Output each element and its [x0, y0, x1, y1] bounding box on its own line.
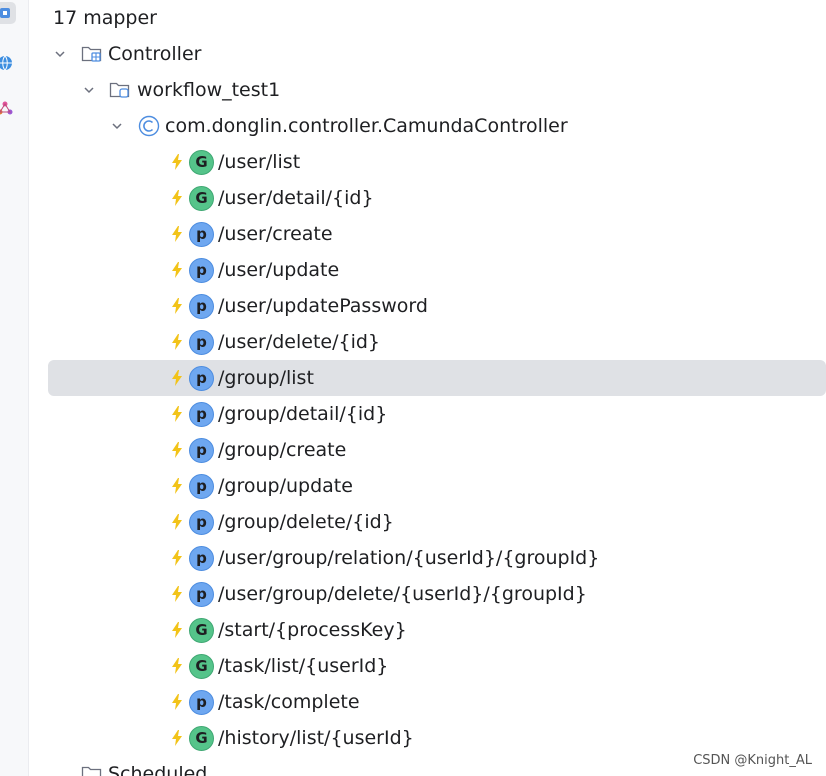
chevron-down-icon[interactable]	[110, 119, 124, 133]
post-method-icon: p	[189, 293, 214, 319]
get-method-icon: G	[189, 149, 214, 175]
endpoint-row[interactable]: G/user/detail/{id}	[28, 180, 826, 216]
endpoint-row[interactable]: p/group/update	[28, 468, 826, 504]
mapper-count: 17 mapper	[53, 7, 157, 29]
tool-strip	[0, 0, 29, 776]
tree-node-class[interactable]: com.donglin.controller.CamundaController	[28, 108, 826, 144]
get-method-icon: G	[189, 617, 214, 643]
post-method-icon: p	[189, 689, 214, 715]
tree-node-module[interactable]: workflow_test1	[28, 72, 826, 108]
post-method-icon: p	[189, 257, 214, 283]
endpoint-path: /group/create	[218, 439, 347, 461]
lightning-bolt-icon	[170, 693, 184, 711]
endpoint-row[interactable]: p/user/create	[28, 216, 826, 252]
plugin-tool-button[interactable]	[0, 98, 16, 120]
endpoint-path: /group/update	[218, 475, 353, 497]
get-method-icon: G	[189, 725, 214, 751]
post-method-icon: p	[189, 509, 214, 535]
endpoint-path: /user/updatePassword	[218, 295, 428, 317]
web-tool-button[interactable]	[0, 52, 16, 74]
tree-node-label: Scheduled	[108, 763, 208, 776]
endpoint-row[interactable]: p/user/updatePassword	[28, 288, 826, 324]
lightning-bolt-icon	[170, 369, 184, 387]
tree-node-label: com.donglin.controller.CamundaController	[165, 115, 568, 137]
post-method-icon: p	[189, 221, 214, 247]
lightning-bolt-icon	[170, 405, 184, 423]
endpoint-path: /group/delete/{id}	[218, 511, 394, 533]
get-method-icon: G	[189, 185, 214, 211]
globe-icon	[0, 55, 12, 71]
lightning-bolt-icon	[170, 513, 184, 531]
endpoint-path: /group/detail/{id}	[218, 403, 388, 425]
lightning-bolt-icon	[170, 621, 184, 639]
tree-node-label: workflow_test1	[137, 79, 281, 101]
endpoint-row[interactable]: p/group/create	[28, 432, 826, 468]
endpoint-path: /group/list	[218, 367, 314, 389]
endpoint-row[interactable]: G/history/list/{userId}	[28, 720, 826, 756]
plugin-icon	[0, 101, 13, 115]
package-folder-icon	[80, 42, 104, 66]
endpoints-tool-button[interactable]	[0, 2, 16, 24]
post-method-icon: p	[189, 437, 214, 463]
endpoint-row[interactable]: p/group/delete/{id}	[28, 504, 826, 540]
endpoint-row[interactable]: G/task/list/{userId}	[28, 648, 826, 684]
post-method-icon: p	[189, 365, 214, 391]
endpoint-path: /task/complete	[218, 691, 360, 713]
endpoint-path: /user/group/relation/{userId}/{groupId}	[218, 547, 600, 569]
endpoint-row[interactable]: p/user/delete/{id}	[28, 324, 826, 360]
endpoint-path: /user/update	[218, 259, 340, 281]
lightning-bolt-icon	[170, 441, 184, 459]
post-method-icon: p	[189, 473, 214, 499]
endpoint-row[interactable]: p/user/group/delete/{userId}/{groupId}	[28, 576, 826, 612]
endpoint-path: /start/{processKey}	[218, 619, 407, 641]
endpoint-path: /user/group/delete/{userId}/{groupId}	[218, 583, 587, 605]
post-method-icon: p	[189, 545, 214, 571]
endpoint-tree: 17 mapper Controller	[28, 0, 826, 776]
endpoint-row[interactable]: p/task/complete	[28, 684, 826, 720]
endpoint-path: /history/list/{userId}	[218, 727, 414, 749]
endpoint-row[interactable]: p/group/detail/{id}	[28, 396, 826, 432]
module-folder-icon	[108, 78, 132, 102]
lightning-bolt-icon	[170, 189, 184, 207]
endpoint-path: /user/detail/{id}	[218, 187, 374, 209]
lightning-bolt-icon	[170, 297, 184, 315]
endpoint-row[interactable]: G/start/{processKey}	[28, 612, 826, 648]
endpoint-row[interactable]: p/group/list	[48, 360, 826, 396]
lightning-bolt-icon	[170, 657, 184, 675]
get-method-icon: G	[189, 653, 214, 679]
chevron-down-icon[interactable]	[53, 47, 67, 61]
tree-node-controller[interactable]: Controller	[28, 36, 826, 72]
endpoint-row[interactable]: G/user/list	[28, 144, 826, 180]
chevron-down-icon[interactable]	[82, 83, 96, 97]
tree-node-label: Controller	[108, 43, 202, 65]
lightning-bolt-icon	[170, 549, 184, 567]
lightning-bolt-icon	[170, 261, 184, 279]
endpoint-path: /user/list	[218, 151, 301, 173]
endpoints-icon	[0, 8, 10, 18]
endpoint-path: /user/delete/{id}	[218, 331, 381, 353]
endpoint-row[interactable]: p/user/update	[28, 252, 826, 288]
lightning-bolt-icon	[170, 729, 184, 747]
folder-icon	[80, 762, 104, 776]
lightning-bolt-icon	[170, 225, 184, 243]
post-method-icon: p	[189, 581, 214, 607]
endpoint-row[interactable]: p/user/group/relation/{userId}/{groupId}	[28, 540, 826, 576]
lightning-bolt-icon	[170, 585, 184, 603]
endpoint-path: /task/list/{userId}	[218, 655, 389, 677]
endpoint-path: /user/create	[218, 223, 333, 245]
lightning-bolt-icon	[170, 333, 184, 351]
watermark: CSDN @Knight_AL	[693, 753, 812, 768]
tree-node-scheduled[interactable]: Scheduled	[28, 756, 826, 776]
lightning-bolt-icon	[170, 477, 184, 495]
post-method-icon: p	[189, 401, 214, 427]
post-method-icon: p	[189, 329, 214, 355]
class-icon	[137, 114, 161, 138]
lightning-bolt-icon	[170, 153, 184, 171]
